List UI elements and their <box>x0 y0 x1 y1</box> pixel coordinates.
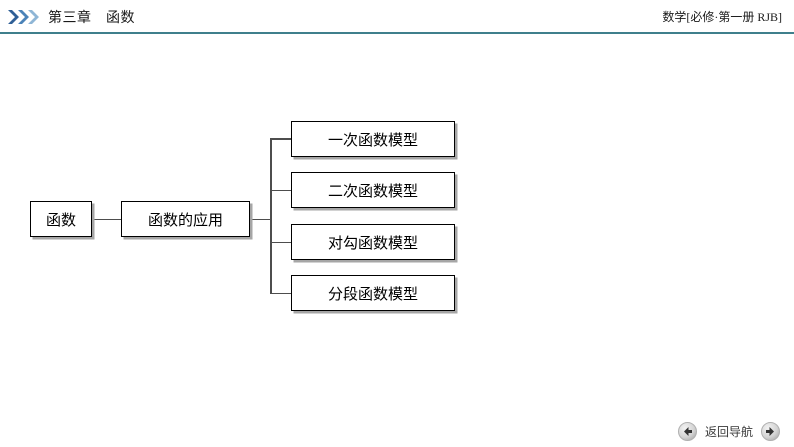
double-chevron-right-icon <box>7 9 43 25</box>
header-divider <box>0 32 794 34</box>
concept-map: 函数 函数的应用 一次函数模型 二次函数模型 对勾函数模型 分段函数模型 <box>0 33 794 413</box>
book-title: 数学[必修·第一册 RJB] <box>662 10 782 24</box>
footer-navigation: 返回导航 <box>677 422 780 441</box>
node-branch: 函数的应用 <box>121 201 250 237</box>
slide-header: 第三章 函数 数学[必修·第一册 RJB] <box>0 0 794 34</box>
connector-stub-4 <box>270 292 291 295</box>
connector-trunk <box>270 138 272 293</box>
back-to-nav-label[interactable]: 返回导航 <box>704 425 753 439</box>
connector-stub-1 <box>270 138 291 140</box>
node-root: 函数 <box>30 201 92 237</box>
connector-stub-3 <box>270 241 291 244</box>
connector-stub-2 <box>270 189 291 192</box>
circle-arrow-right-icon[interactable] <box>761 422 780 441</box>
chapter-title: 第三章 函数 <box>48 11 135 26</box>
node-leaf-2: 二次函数模型 <box>291 172 455 208</box>
node-leaf-4: 分段函数模型 <box>291 275 455 311</box>
node-leaf-3: 对勾函数模型 <box>291 224 455 260</box>
node-leaf-1: 一次函数模型 <box>291 121 455 157</box>
connector-branch-to-trunk <box>250 218 271 221</box>
connector-root-to-branch <box>92 218 121 221</box>
circle-arrow-left-icon[interactable] <box>677 422 697 441</box>
